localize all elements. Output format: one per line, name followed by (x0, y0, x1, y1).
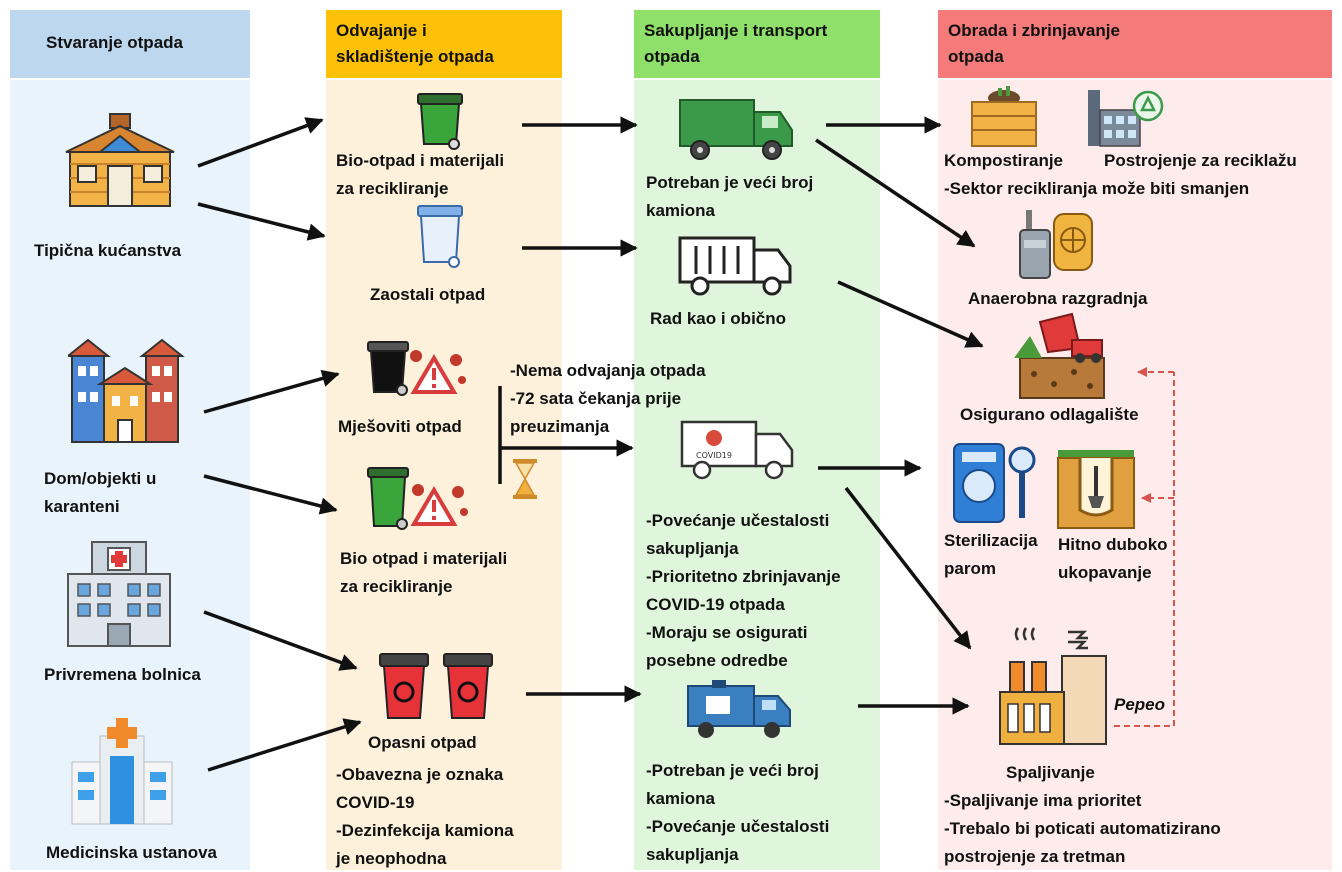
label-medical: Medicinska ustanova (46, 843, 218, 862)
arrow-truck3-incinerator (844, 486, 972, 650)
quarantine-note2: -72 sata čekanja prije (510, 389, 682, 408)
label-inc-note2: -Trebalo bi poticati automatizirano (944, 819, 1221, 838)
header-collection-line2: otpada (644, 47, 700, 66)
label-truck4-line3: -Povećanje učestalosti (646, 817, 830, 836)
steam-sterilizer-icon (950, 440, 1040, 526)
covid-truck-icon: COVID19 (678, 418, 798, 482)
label-steam-line2: parom (944, 559, 996, 578)
landfill-icon (1010, 312, 1106, 402)
label-recycling-plant: Postrojenje za reciklažu (1104, 151, 1297, 170)
arrow-quarantine-mixed (203, 369, 340, 414)
blue-bin-icon (416, 202, 466, 268)
label-burial-line1: Hitno duboko (1058, 535, 1168, 554)
label-quarantine-line1: Dom/objekti u (44, 469, 157, 488)
apartments-icon (68, 338, 186, 444)
label-haz-note4: je neophodna (336, 849, 447, 868)
arrow-households-bio (197, 117, 324, 168)
label-bio-line2: za recikliranje (336, 179, 449, 198)
header-treatment-line2: otpada (948, 47, 1004, 66)
header-separation-line2: skladištenje otpada (336, 47, 494, 66)
arrow-hospital-hazardous (203, 610, 358, 671)
label-composting: Kompostiranje (944, 151, 1064, 170)
label-covid-note2: sakupljanja (646, 539, 739, 558)
header-generation: Stvaranje otpada (10, 10, 250, 78)
label-recycling-note: -Sektor recikliranja može biti smanjen (944, 179, 1250, 198)
green-bin-icon (416, 90, 466, 150)
label-hazardous: Opasni otpad (368, 733, 477, 752)
label-residual: Zaostali otpad (370, 285, 486, 304)
label-anaerobic: Anaerobna razgradnja (968, 289, 1148, 308)
outline-truck-icon (676, 232, 796, 298)
arrow-households-residual (197, 202, 326, 241)
svg-text:COVID19: COVID19 (696, 451, 732, 460)
label-households: Tipična kućanstva (34, 241, 182, 260)
medical-facility-icon (70, 716, 174, 826)
incinerator-icon (996, 626, 1112, 748)
label-truck4-line1: -Potreban je veći broj (646, 761, 819, 780)
header-treatment-line1: Obrada i zbrinjavanje (948, 21, 1120, 40)
header-treatment: Obrada i zbrinjavanje otpada (938, 10, 1332, 78)
arrow-quarantine-bio (203, 474, 338, 515)
label-steam-line1: Sterilizacija (944, 531, 1038, 550)
header-separation-line1: Odvajanje i (336, 21, 427, 40)
header-generation-title: Stvaranje otpada (46, 33, 183, 52)
collection-column-bg (634, 80, 880, 870)
label-bio2-line2: za recikliranje (340, 577, 453, 596)
label-landfill: Osigurano odlagalište (960, 405, 1139, 424)
label-covid-note4: COVID-19 otpada (646, 595, 785, 614)
label-truck2: Rad kao i obično (650, 309, 787, 328)
hospital-icon (64, 540, 174, 648)
green-truck-icon (676, 92, 796, 164)
quarantine-note1: -Nema odvajanja otpada (510, 361, 706, 380)
arrow-truck2-landfill (837, 280, 984, 348)
label-quarantine-line2: karanteni (44, 497, 120, 516)
label-truck1-line2: kamiona (646, 201, 715, 220)
header-collection: Sakupljanje i transport otpada (634, 10, 880, 78)
label-haz-note2: COVID-19 (336, 793, 415, 812)
header-separation: Odvajanje i skladištenje otpada (326, 10, 562, 78)
deep-burial-icon (1056, 446, 1136, 530)
label-truck4-line4: sakupljanja (646, 845, 739, 864)
quarantine-note3: preuzimanja (510, 417, 610, 436)
label-temp-hospital: Privremena bolnica (44, 665, 201, 684)
header-collection-line1: Sakupljanje i transport (644, 21, 828, 40)
label-inc-note1: -Spaljivanje ima prioritet (944, 791, 1142, 810)
label-inc-note3: postrojenje za tretman (944, 847, 1126, 866)
label-mixed: Mješoviti otpad (338, 417, 462, 436)
bio-covid-icon (364, 464, 470, 534)
label-bio-line1: Bio-otpad i materijali (336, 151, 505, 170)
arrow-medical-hazardous (207, 718, 362, 772)
label-covid-note3: -Prioritetno zbrinjavanje (646, 567, 841, 586)
label-haz-note1: -Obavezna je oznaka (336, 765, 504, 784)
hourglass-icon (512, 458, 538, 500)
house-icon (58, 112, 182, 210)
compost-box-icon (968, 84, 1040, 148)
label-covid-note6: posebne odredbe (646, 651, 788, 670)
label-truck1-line1: Potreban je veći broj (646, 173, 814, 192)
anaerobic-digester-icon (1018, 206, 1096, 280)
label-bio2-line1: Bio otpad i materijali (340, 549, 508, 568)
mixed-waste-icon (364, 338, 470, 398)
ash-return-line (1114, 372, 1175, 727)
label-haz-note3: -Dezinfekcija kamiona (336, 821, 514, 840)
label-covid-note5: -Moraju se osigurati (646, 623, 808, 642)
label-truck4-line2: kamiona (646, 789, 715, 808)
arrow-truck1-anaerobic (815, 138, 976, 248)
label-burial-line2: ukopavanje (1058, 563, 1152, 582)
recycling-plant-icon (1086, 86, 1166, 148)
label-ash: Pepeo (1114, 695, 1166, 714)
biohazard-bins-icon (378, 652, 494, 726)
blue-truck-icon (684, 678, 794, 742)
label-covid-note1: -Povećanje učestalosti (646, 511, 830, 530)
label-incineration: Spaljivanje (1006, 763, 1095, 782)
